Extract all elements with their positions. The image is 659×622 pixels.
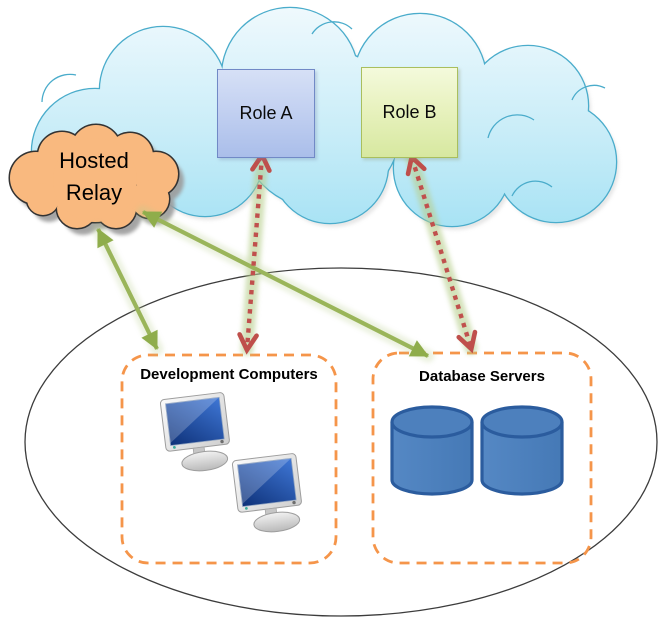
role-b-node: Role B <box>361 67 458 158</box>
desktop-monitor-icon <box>231 452 306 537</box>
connection-arrows <box>91 149 478 363</box>
hosted-relay-label: Hosted Relay <box>59 148 129 205</box>
database-icon <box>390 405 474 496</box>
role-b-label: Role B <box>382 102 437 122</box>
development-computers-group <box>120 353 338 565</box>
database-servers-title: Database Servers <box>419 368 545 385</box>
desktop-monitor-icon <box>159 391 234 476</box>
cloud-curl-details <box>41 21 606 197</box>
role-a-node: Role A <box>217 69 315 158</box>
role-b-db-arrow <box>405 152 478 354</box>
role-a-label: Role A <box>239 103 293 123</box>
role-a-dev-arrow <box>237 150 272 355</box>
cloud-shape <box>30 6 619 230</box>
database-icon <box>480 405 564 496</box>
development-computers-title: Development Computers <box>140 366 318 383</box>
development-computers-border <box>120 353 338 565</box>
relay-db-arrow <box>142 210 429 358</box>
relay-dev-arrow <box>96 228 159 350</box>
